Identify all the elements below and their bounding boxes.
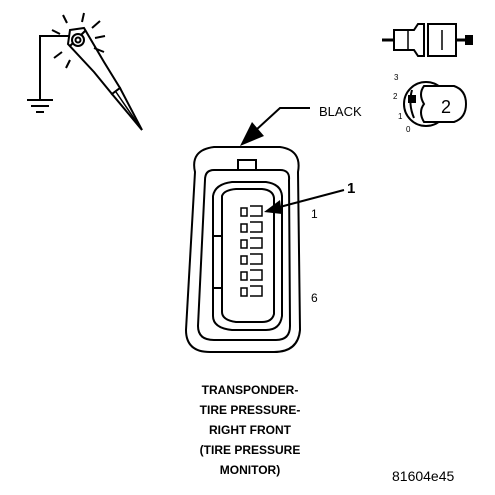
callout-number: 1 — [347, 180, 356, 197]
ignition-position-label: 0 — [406, 125, 411, 134]
terminal-row — [240, 205, 263, 297]
ground-symbol-icon — [27, 99, 53, 113]
ignition-key-icon — [403, 81, 468, 127]
ignition-position-label: 3 — [394, 73, 399, 82]
caption-line: TIRE PRESSURE- — [199, 403, 301, 417]
callout-arrow — [264, 189, 345, 214]
wire-color-label: BLACK — [319, 104, 362, 119]
test-light-probe-icon — [27, 12, 143, 131]
caption-line: MONITOR) — [219, 463, 281, 477]
terminal-2 — [240, 221, 263, 233]
connector-body — [184, 146, 302, 353]
terminal-4 — [240, 253, 263, 265]
figure-reference-number: 81604e45 — [392, 468, 455, 484]
caption-line: (TIRE PRESSURE — [199, 443, 301, 457]
ignition-position-label: 2 — [393, 92, 398, 101]
ignition-position-label: 1 — [398, 112, 403, 121]
terminal-5 — [240, 269, 263, 281]
connector-caption: TRANSPONDER- TIRE PRESSURE- RIGHT FRONT … — [140, 380, 360, 480]
wire-leader-arrow — [240, 107, 310, 146]
terminal-1 — [240, 205, 263, 217]
pin-number-first: 1 — [311, 207, 318, 221]
key-position-number: 2 — [441, 97, 452, 117]
caption-line: RIGHT FRONT — [209, 423, 291, 437]
terminal-6 — [240, 285, 263, 297]
pin-number-last: 6 — [311, 291, 318, 305]
caption-line: TRANSPONDER- — [201, 383, 299, 397]
terminal-3 — [240, 237, 263, 249]
connector-disconnected-icon — [382, 23, 473, 57]
